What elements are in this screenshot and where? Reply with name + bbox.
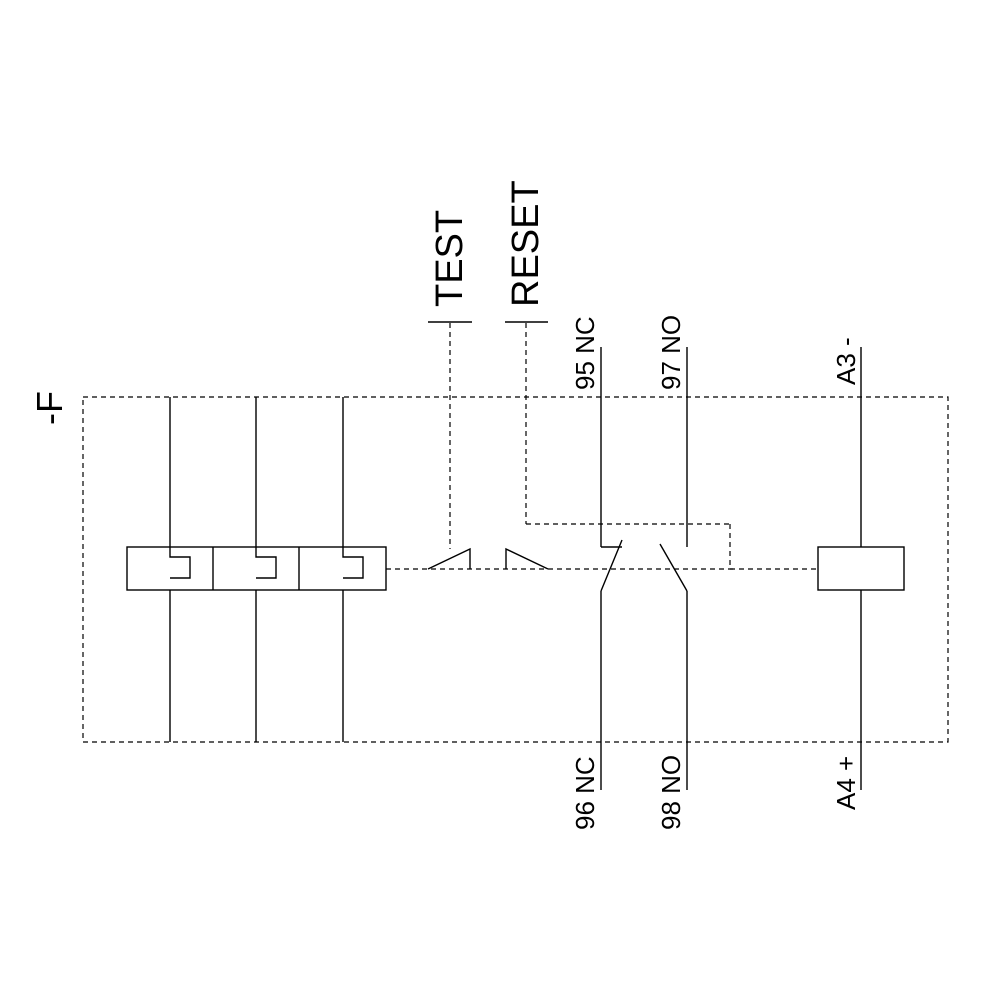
terminal-a4-label: A4 + [831, 756, 861, 810]
terminal-96-label: 96 NC [570, 756, 600, 830]
test-label: TEST [429, 210, 471, 307]
terminal-95-label: 95 NC [570, 316, 600, 390]
bimetal-hook-2 [255, 547, 277, 579]
device-tag-label: -F [29, 391, 70, 425]
no-contact-blade [659, 543, 688, 592]
nc-contact-blade [600, 539, 623, 592]
coil-box [817, 546, 905, 591]
nc-aux-contact: 95 NC 96 NC [570, 316, 623, 830]
bimetal-hook-1 [169, 547, 191, 579]
mechanical-linkage [386, 323, 818, 570]
reset-contact-symbol [505, 547, 549, 570]
no-aux-contact: 97 NO 98 NO [656, 315, 688, 830]
reset-actuator: RESET [505, 180, 549, 570]
device-enclosure [82, 396, 949, 743]
terminal-a3-label: A3 - [831, 337, 861, 385]
terminal-97-label: 97 NO [656, 315, 686, 390]
reset-label: RESET [505, 180, 547, 307]
test-actuator: TEST [427, 210, 472, 570]
remote-reset-coil: A3 - A4 + [817, 337, 905, 810]
bimetal-hook-3 [342, 547, 364, 579]
thermal-trip-elements [126, 546, 387, 591]
test-contact-symbol [427, 547, 471, 570]
terminal-98-label: 98 NO [656, 755, 686, 830]
